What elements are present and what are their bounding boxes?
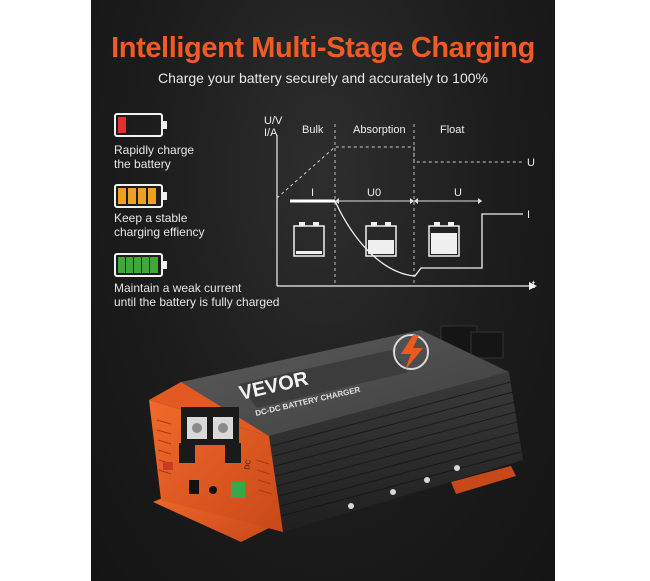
screw-icons: [348, 465, 460, 509]
port[interactable]: [189, 480, 199, 494]
voltage-curve: [276, 146, 523, 199]
segment-label-u: U: [454, 187, 462, 199]
segment-label-i: I: [311, 187, 314, 199]
label-plate: [239, 350, 409, 408]
x-axis-arrow: [529, 282, 537, 290]
stage-label-bulk: Bulk: [302, 124, 324, 136]
battery-icon-absorption: [365, 222, 397, 257]
side-label: DC: [244, 459, 253, 470]
terminal-screw: [192, 423, 202, 433]
legend-text-line: Keep a stable: [114, 211, 188, 225]
battery-icon-float: [428, 222, 460, 257]
port[interactable]: [209, 486, 217, 494]
right-label-voltage: U: [527, 157, 535, 169]
legend-text-line: the battery: [114, 157, 171, 171]
rear-terminal: [470, 331, 504, 359]
legend-item-float: Maintain a weak current until the batter…: [114, 253, 279, 309]
legend-text-line: until the battery is fully charged: [114, 295, 280, 309]
lightning-bolt-icon: [393, 334, 429, 370]
right-label-current: I: [527, 209, 530, 221]
stage-label-float: Float: [440, 124, 464, 136]
legend-text-line: Rapidly charge: [114, 143, 195, 157]
terminal-screw: [218, 423, 228, 433]
x-axis-label: t: [532, 279, 535, 291]
charging-curve-diagram: U/V I/A t Bulk Absorption Float U I I U0…: [264, 115, 537, 291]
mounting-flange: [451, 466, 516, 494]
legend-item-absorption: Keep a stable charging effiency: [114, 184, 205, 239]
subheadline: Charge your battery securely and accurat…: [158, 70, 488, 86]
stage-label-absorption: Absorption: [353, 124, 406, 136]
headline: Intelligent Multi-Stage Charging: [111, 32, 535, 64]
y-axis-label: U/V: [264, 115, 283, 127]
green-connector[interactable]: [231, 482, 245, 498]
battery-low-icon: [114, 113, 167, 137]
legend-text-line: charging effiency: [114, 225, 205, 239]
battery-medium-icon: [114, 184, 167, 208]
heatsink-fins: [271, 381, 522, 517]
current-curve: [290, 200, 523, 277]
battery-icon-bulk: [293, 222, 325, 257]
y-axis-label: I/A: [264, 127, 278, 139]
product-panel: Intelligent Multi-Stage Charging Charge …: [91, 0, 555, 581]
battery-full-icon: [114, 253, 167, 277]
indicator-light: [163, 462, 173, 470]
legend-text-line: Maintain a weak current: [114, 281, 242, 295]
charger-device-image: VEVOR DC-DC BATTERY CHARGER DC: [149, 325, 523, 542]
legend-item-bulk: Rapidly charge the battery: [114, 113, 194, 171]
segment-label-u0: U0: [367, 187, 381, 199]
